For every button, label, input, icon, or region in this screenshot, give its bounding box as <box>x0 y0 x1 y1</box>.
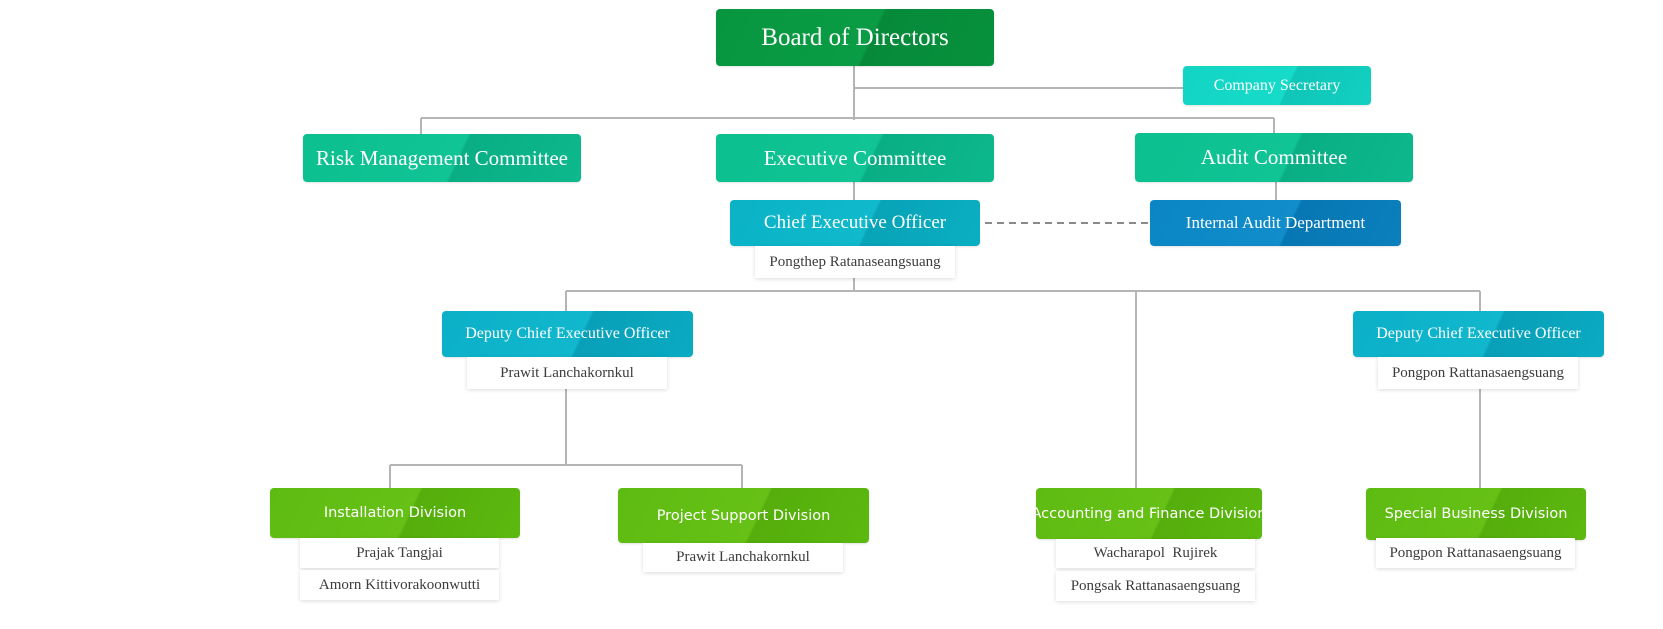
deputy-ceo-label-left: Deputy Chief Executive Officer <box>465 325 670 342</box>
special-business-division-label: Special Business Division <box>1384 506 1568 522</box>
deputy-ceo-label-right: Deputy Chief Executive Officer <box>1376 325 1581 342</box>
accounting-finance-division-person: Pongsak Rattanasaengsuang <box>1056 571 1255 601</box>
executive-committee-box: Executive Committee <box>716 134 994 182</box>
special-business-division-box: Special Business Division <box>1366 488 1586 540</box>
accounting-finance-division-label: Accounting and Finance Division <box>1036 505 1262 522</box>
connector-committee-bus <box>420 117 1275 134</box>
chief-executive-officer-label: Chief Executive Officer <box>763 212 947 233</box>
risk-management-committee-label: Risk Management Committee <box>316 145 568 170</box>
audit-committee-box: Audit Committee <box>1135 133 1413 182</box>
project-support-division-person: Prawit Lanchakornkul <box>643 543 843 572</box>
deputy-ceo-person-right: Pongpon Rattanasaengsuang <box>1378 357 1578 389</box>
internal-audit-department-box: Internal Audit Department <box>1150 200 1401 246</box>
special-business-division-person: Pongpon Rattanasaengsuang <box>1376 538 1575 568</box>
executive-committee-label: Executive Committee <box>763 145 947 170</box>
internal-audit-department-label: Internal Audit Department <box>1185 213 1366 232</box>
deputy-ceo-box-right: Deputy Chief Executive Officer <box>1353 311 1604 357</box>
installation-division-label: Installation Division <box>323 505 467 521</box>
accounting-finance-division-box: Accounting and Finance Division <box>1036 488 1262 539</box>
installation-division-box: Installation Division <box>270 488 520 538</box>
company-secretary-label: Company Secretary <box>1213 76 1341 94</box>
accounting-finance-division-person: Wacharapol Rujirek <box>1056 539 1255 568</box>
installation-division-person: Amorn Kittivorakoonwutti <box>300 570 499 600</box>
audit-committee-label: Audit Committee <box>1200 145 1348 169</box>
board-of-directors-box: Board of Directors <box>716 9 994 66</box>
deputy-ceo-person-left: Prawit Lanchakornkul <box>467 357 667 389</box>
risk-management-committee-box: Risk Management Committee <box>303 134 581 182</box>
connector-deputy-bus <box>565 290 1481 311</box>
company-secretary-box: Company Secretary <box>1183 66 1371 105</box>
project-support-division-box: Project Support Division <box>618 488 869 543</box>
project-support-division-label: Project Support Division <box>656 507 831 524</box>
chief-executive-officer-box: Chief Executive Officer <box>730 200 980 246</box>
ceo-person-name: Pongthep Ratanaseangsuang <box>755 246 955 278</box>
deputy-ceo-box-left: Deputy Chief Executive Officer <box>442 311 693 357</box>
installation-division-person: Prajak Tangjai <box>300 538 499 568</box>
board-of-directors-label: Board of Directors <box>761 23 949 51</box>
connector-division-bus <box>389 464 743 488</box>
